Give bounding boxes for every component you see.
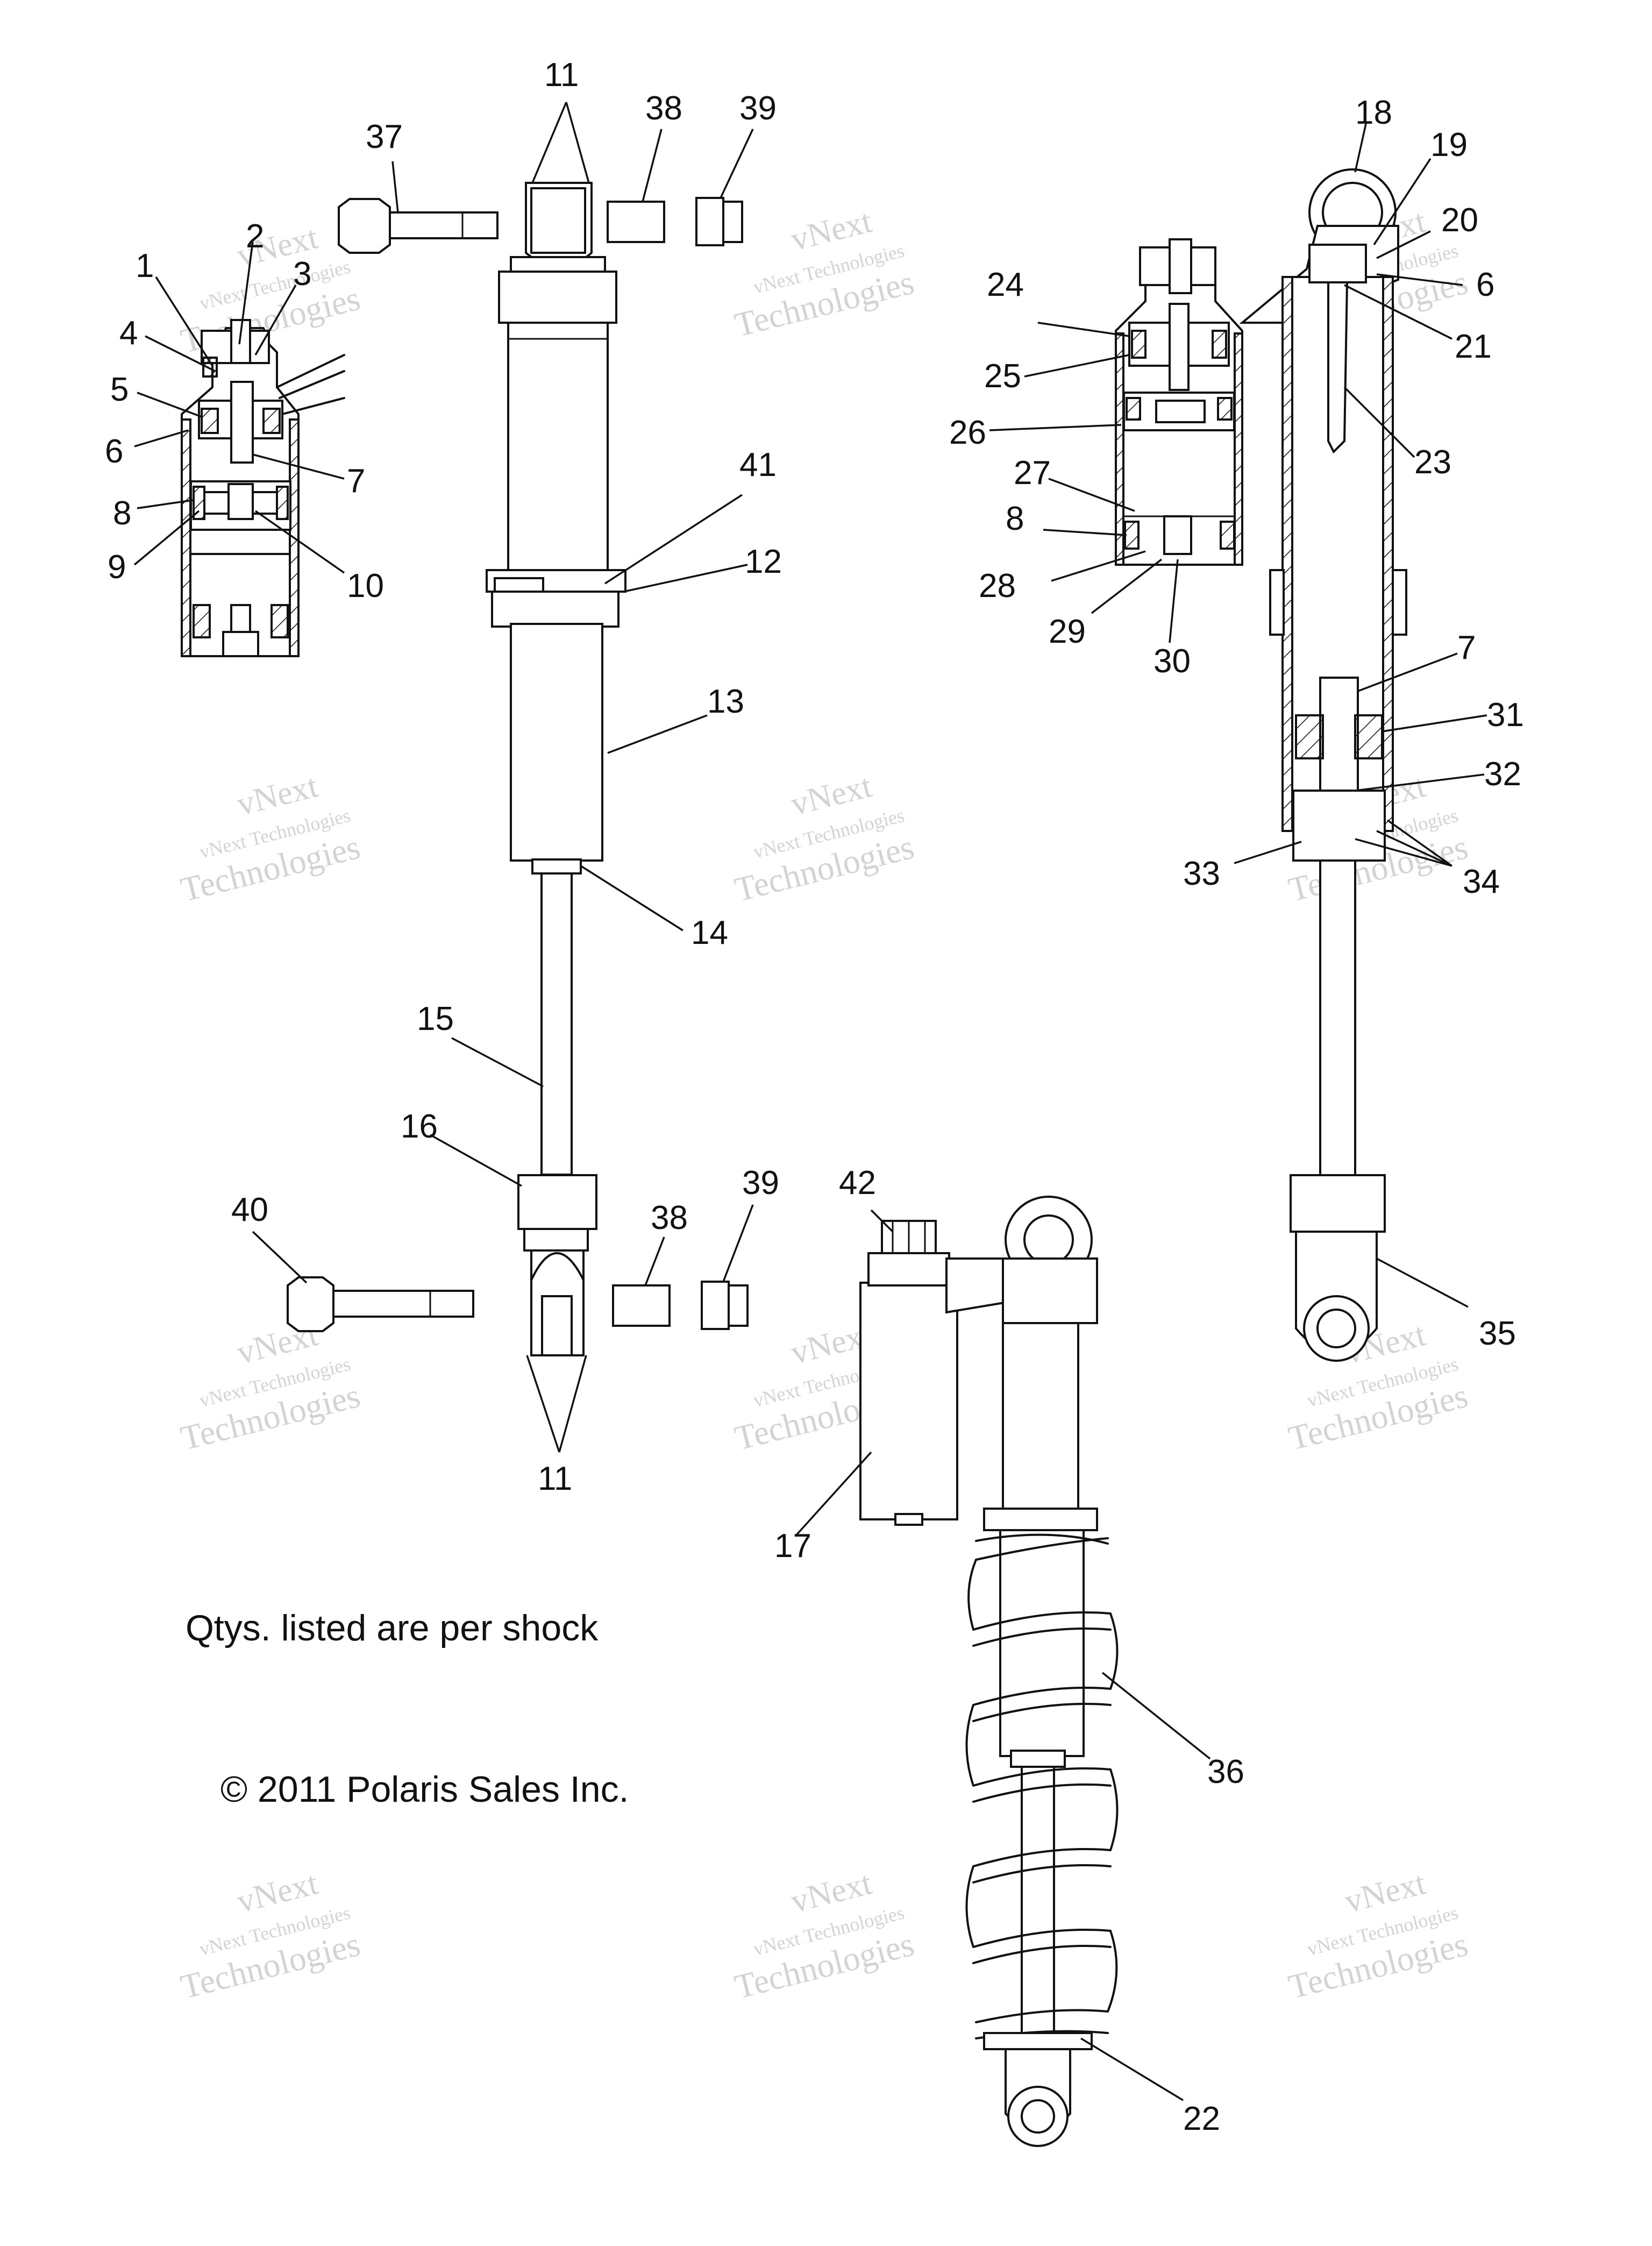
watermark: vNext vNext Technologies Technologies [731, 203, 917, 344]
callout-20: 20 [1441, 202, 1478, 239]
callout-37: 37 [366, 118, 403, 155]
callout-2: 2 [246, 218, 264, 255]
main-body-cutaway [1239, 168, 1407, 1362]
bolt-upper [338, 198, 499, 254]
callout-42: 42 [839, 1164, 876, 1202]
callout-12: 12 [745, 543, 782, 580]
callout-39-upper: 39 [739, 90, 777, 127]
callout-27: 27 [1014, 454, 1051, 492]
callout-41: 41 [739, 446, 777, 484]
copyright-note: © 2011 Polaris Sales Inc. [220, 1769, 629, 1810]
reservoir-cutaway-right [1115, 238, 1243, 566]
callout-22: 22 [1183, 2100, 1220, 2137]
reservoir-cutaway-left [181, 319, 345, 657]
callout-4: 4 [119, 315, 138, 352]
callout-32: 32 [1484, 756, 1521, 793]
watermark: vNext vNext Technologies Technologies [177, 1865, 364, 2006]
center-shock [486, 182, 626, 1356]
callout-14: 14 [691, 914, 728, 951]
callout-3: 3 [293, 255, 311, 293]
callout-30: 30 [1153, 643, 1191, 680]
callout-17: 17 [774, 1527, 811, 1565]
leader-lines [133, 102, 1487, 2101]
callout-36: 36 [1207, 1753, 1244, 1790]
coilover-shock [859, 1196, 1119, 2147]
callout-31: 31 [1487, 696, 1524, 734]
callout-21: 21 [1455, 328, 1492, 365]
watermark: vNext vNext Technologies Technologies [731, 1865, 917, 2006]
callout-11-top: 11 [544, 56, 579, 94]
callout-8-right: 8 [1006, 500, 1024, 537]
callout-25: 25 [984, 358, 1021, 395]
callout-35: 35 [1479, 1315, 1516, 1352]
callout-34: 34 [1463, 863, 1500, 900]
watermark: vNext vNext Technologies Technologies [1285, 1865, 1471, 2006]
callout-28: 28 [979, 567, 1016, 605]
watermark: vNext vNext Technologies Technologies [177, 767, 364, 909]
coil-spring [965, 1533, 1119, 2039]
callout-39-lower: 39 [742, 1164, 779, 1202]
watermark: vNext vNext Technologies Technologies [731, 767, 917, 909]
callout-38-upper: 38 [645, 90, 682, 127]
callout-33: 33 [1183, 855, 1220, 892]
callout-8-left: 8 [113, 495, 131, 532]
callout-9: 9 [108, 549, 126, 586]
spacer-lower [612, 1284, 671, 1327]
nut-lower [701, 1281, 749, 1330]
callout-11-bottom: 11 [538, 1460, 572, 1497]
callout-6-left: 6 [105, 433, 123, 470]
callout-19: 19 [1430, 126, 1468, 164]
qty-note: Qtys. listed are per shock [186, 1608, 599, 1648]
callout-38-lower: 38 [651, 1199, 688, 1236]
callout-5: 5 [110, 371, 129, 408]
nut-upper [695, 197, 743, 246]
callout-7-left: 7 [347, 463, 365, 500]
spacer-upper [607, 201, 665, 243]
callout-29: 29 [1049, 613, 1086, 650]
callout-16: 16 [401, 1108, 438, 1145]
bolt-lower [287, 1276, 474, 1332]
callout-23: 23 [1414, 444, 1451, 481]
callout-40: 40 [231, 1191, 268, 1228]
callout-7-right: 7 [1457, 629, 1476, 666]
callout-1: 1 [136, 247, 154, 285]
callout-6-right: 6 [1476, 266, 1494, 303]
watermark: vNext vNext Technologies Technologies [177, 1316, 364, 1458]
callout-26: 26 [949, 414, 986, 451]
callout-15: 15 [417, 1000, 454, 1037]
callout-13: 13 [707, 683, 744, 720]
callout-labels: 11 37 38 39 2 1 3 4 5 6 7 8 9 10 41 12 1… [105, 56, 1524, 2137]
callout-10: 10 [347, 567, 384, 605]
callout-24: 24 [987, 266, 1024, 303]
callout-18: 18 [1355, 94, 1392, 131]
